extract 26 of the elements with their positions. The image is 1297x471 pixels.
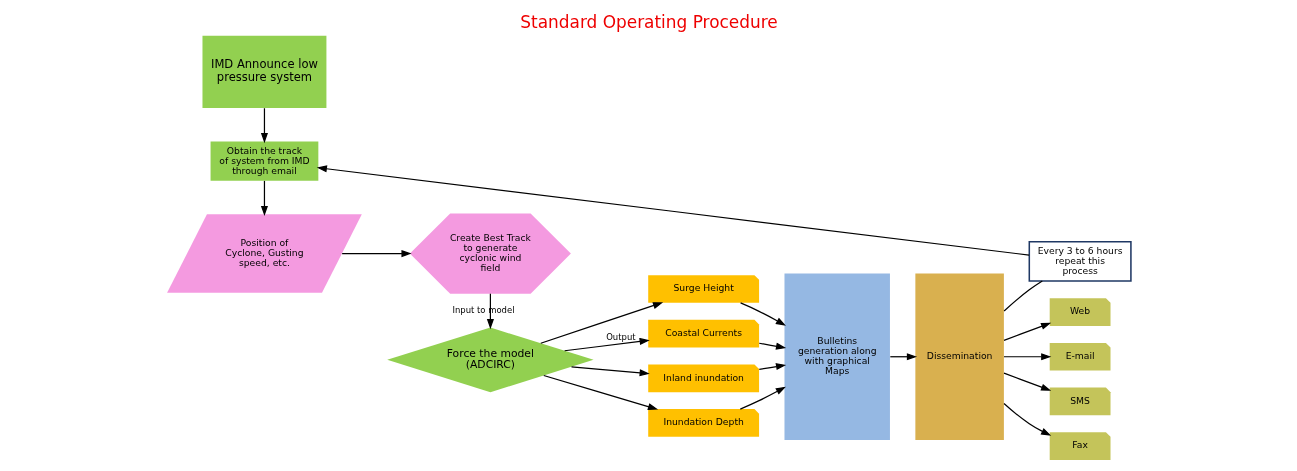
arrow — [739, 386, 786, 410]
node-box: Dissemination — [914, 273, 1004, 440]
arrow — [758, 342, 786, 350]
arrow — [539, 302, 663, 344]
edge-label: Output — [605, 331, 636, 342]
arrow — [1002, 402, 1051, 436]
arrow — [1002, 322, 1051, 341]
arrow — [316, 165, 1030, 256]
arrow — [1002, 372, 1051, 391]
arrow — [563, 337, 650, 352]
connector — [1003, 280, 1043, 312]
arrow — [542, 374, 658, 411]
node-diamond: Force the model (ADCIRC) — [386, 327, 594, 393]
arrow — [260, 180, 268, 217]
node-box: IMD Announce low pressure system — [202, 35, 326, 109]
node-box: Every 3 to 6 hours repeat this process — [1028, 240, 1132, 282]
arrow — [739, 302, 786, 326]
arrow — [1002, 353, 1051, 361]
arrow — [341, 250, 412, 258]
node-box: Obtain the track of system from IMD through email — [210, 141, 318, 181]
diagram-title: Standard Operating Procedure — [519, 11, 778, 32]
arrow — [570, 366, 650, 377]
node-box: Bulletins generation along with graphical Maps — [784, 273, 890, 440]
arrow — [758, 363, 786, 371]
arrow — [260, 107, 268, 144]
arrow — [486, 293, 494, 330]
